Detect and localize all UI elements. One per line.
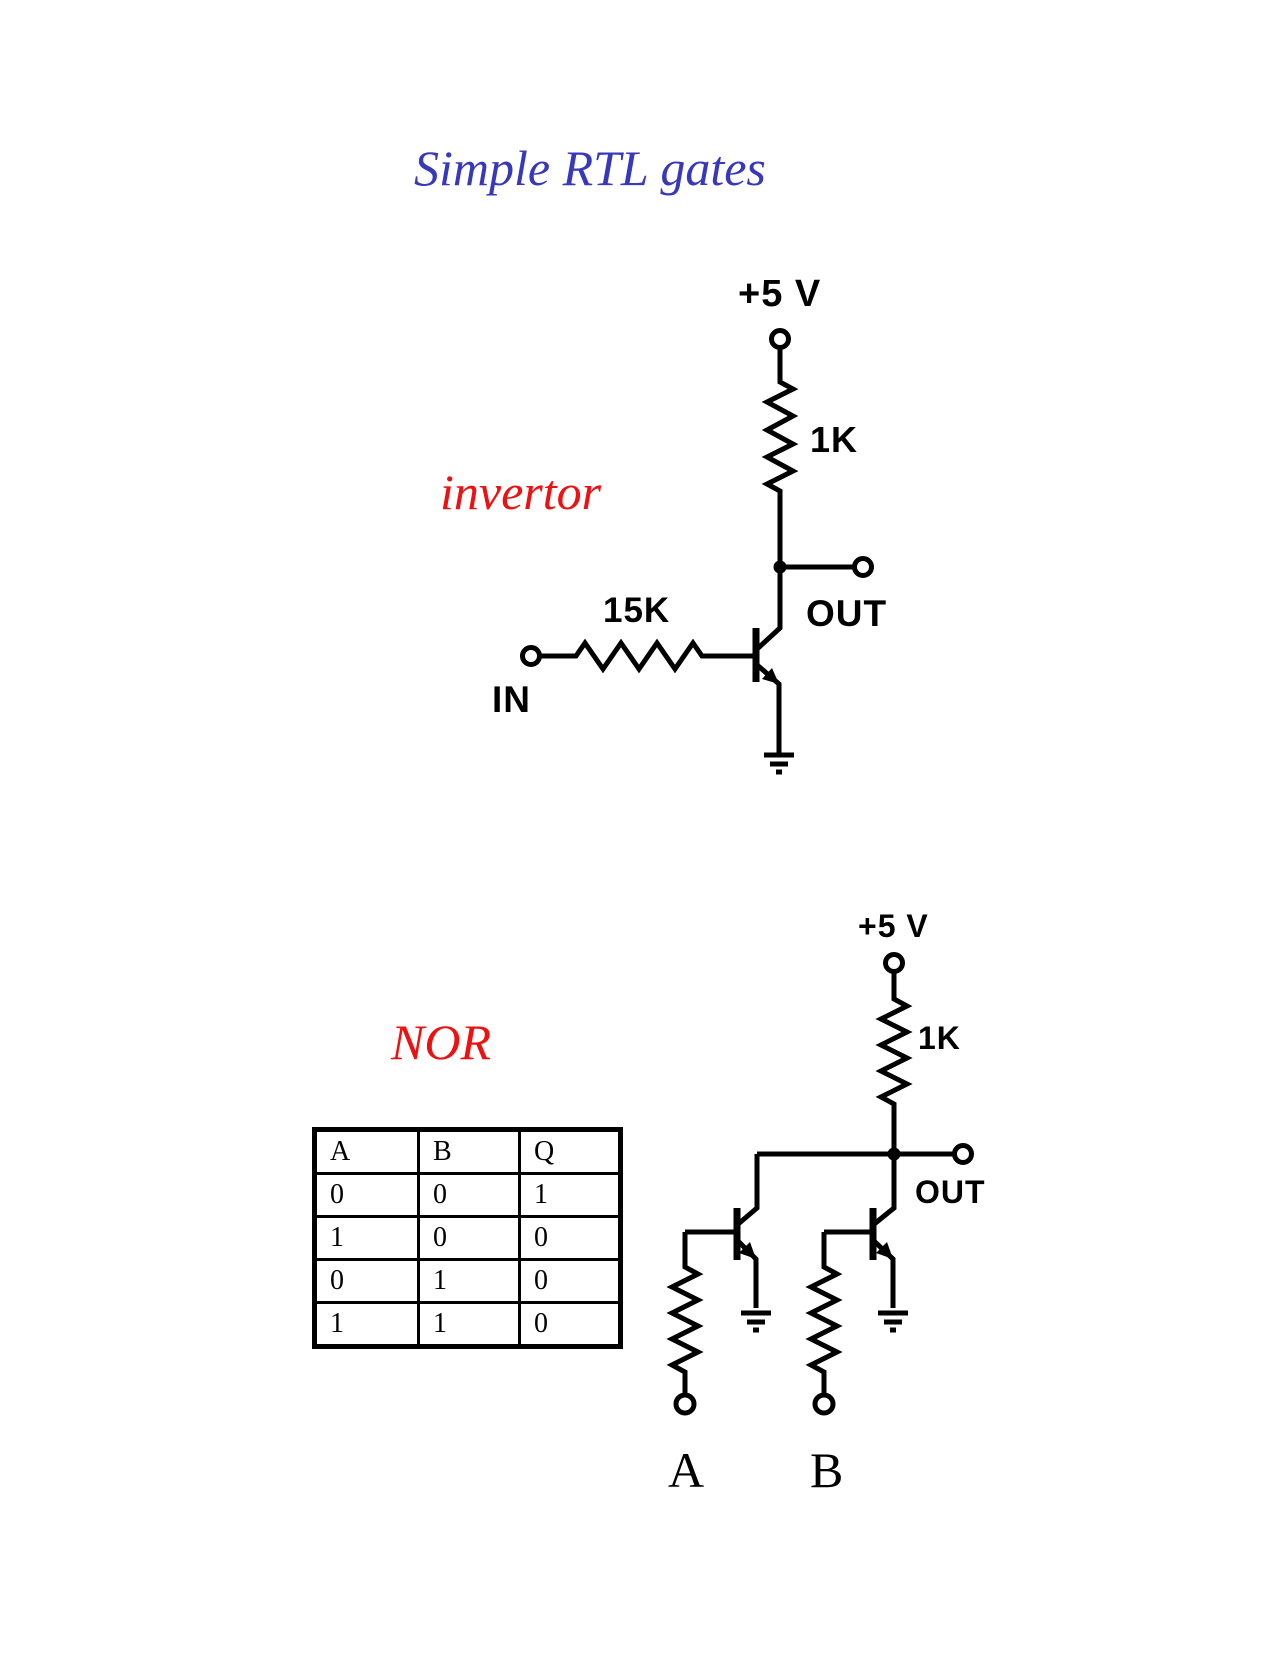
nor-collector-resistor-label: 1K bbox=[918, 1020, 961, 1056]
truth-table-cell: 1 bbox=[313, 1215, 420, 1261]
truth-table-cell: 1 bbox=[417, 1258, 521, 1304]
truth-table-cell: 1 bbox=[313, 1301, 420, 1348]
nor-transistor-a-collector bbox=[735, 1154, 760, 1227]
nor-input-b-label: B bbox=[810, 1442, 843, 1498]
truth-table-header-q: Q bbox=[518, 1128, 622, 1175]
truth-table-cell: 1 bbox=[518, 1172, 622, 1218]
inverter-output-terminal bbox=[852, 556, 874, 578]
inverter-circuit: +5 V 1K OUT 15K IN bbox=[492, 273, 887, 775]
nor-input-a-resistor bbox=[666, 1232, 704, 1395]
nor-input-a-label: A bbox=[668, 1442, 704, 1498]
nor-collector-resistor bbox=[875, 972, 913, 1154]
nor-transistor-b-emitter-arrow bbox=[876, 1242, 893, 1259]
truth-table-row: 0 1 0 bbox=[313, 1258, 622, 1304]
truth-table-row: 1 0 0 bbox=[313, 1215, 622, 1261]
inverter-transistor-collector bbox=[754, 567, 783, 652]
page-title: Simple RTL gates bbox=[414, 140, 766, 196]
nor-ground-b-symbol bbox=[878, 1310, 908, 1333]
inverter-collector-resistor-label: 1K bbox=[810, 419, 858, 460]
nor-transistor-b-collector bbox=[871, 1154, 897, 1227]
nor-supply-label: +5 V bbox=[858, 908, 929, 944]
truth-table-cell: 0 bbox=[518, 1258, 622, 1304]
nor-input-a-terminal bbox=[673, 1392, 697, 1416]
truth-table-header-b: B bbox=[417, 1128, 521, 1175]
inverter-input-label: IN bbox=[492, 679, 531, 720]
inverter-supply-terminal bbox=[769, 328, 791, 350]
truth-table-cell: 0 bbox=[313, 1172, 420, 1218]
inverter-base-resistor-label: 15K bbox=[603, 591, 670, 630]
truth-table-header-a: A bbox=[313, 1128, 420, 1175]
inverter-input-terminal bbox=[520, 645, 542, 667]
inverter-ground-symbol bbox=[764, 752, 794, 775]
truth-table-cell: 1 bbox=[417, 1301, 521, 1348]
nor-input-b-resistor bbox=[805, 1232, 843, 1395]
inverter-supply-label: +5 V bbox=[738, 273, 821, 315]
nor-output-terminal bbox=[952, 1143, 974, 1165]
nor-label: NOR bbox=[391, 1014, 491, 1070]
nor-transistor-a-emitter-arrow bbox=[739, 1242, 756, 1259]
inverter-collector-resistor bbox=[761, 348, 799, 567]
truth-table-cell: 0 bbox=[313, 1258, 420, 1304]
truth-table-cell: 0 bbox=[417, 1215, 521, 1261]
nor-input-b-terminal bbox=[812, 1392, 836, 1416]
nor-supply-terminal bbox=[883, 952, 905, 974]
truth-table-row: 1 1 0 bbox=[313, 1301, 622, 1348]
truth-table-header-row: A B Q bbox=[313, 1128, 622, 1175]
truth-table-cell: 0 bbox=[417, 1172, 521, 1218]
inverter-output-label: OUT bbox=[806, 593, 887, 634]
inverter-emitter-arrow bbox=[762, 668, 779, 684]
inverter-base-resistor bbox=[540, 638, 756, 674]
nor-output-label: OUT bbox=[915, 1174, 986, 1210]
truth-table-cell: 0 bbox=[518, 1301, 622, 1348]
inverter-label: invertor bbox=[440, 464, 602, 520]
nor-circuit: +5 V 1K OUT A B bbox=[666, 908, 986, 1498]
nor-ground-a-symbol bbox=[741, 1310, 771, 1333]
truth-table-cell: 0 bbox=[518, 1215, 622, 1261]
nor-truth-table: A B Q 0 0 1 1 0 0 0 1 0 1 1 0 bbox=[312, 1127, 623, 1349]
truth-table-row: 0 0 1 bbox=[313, 1172, 622, 1218]
